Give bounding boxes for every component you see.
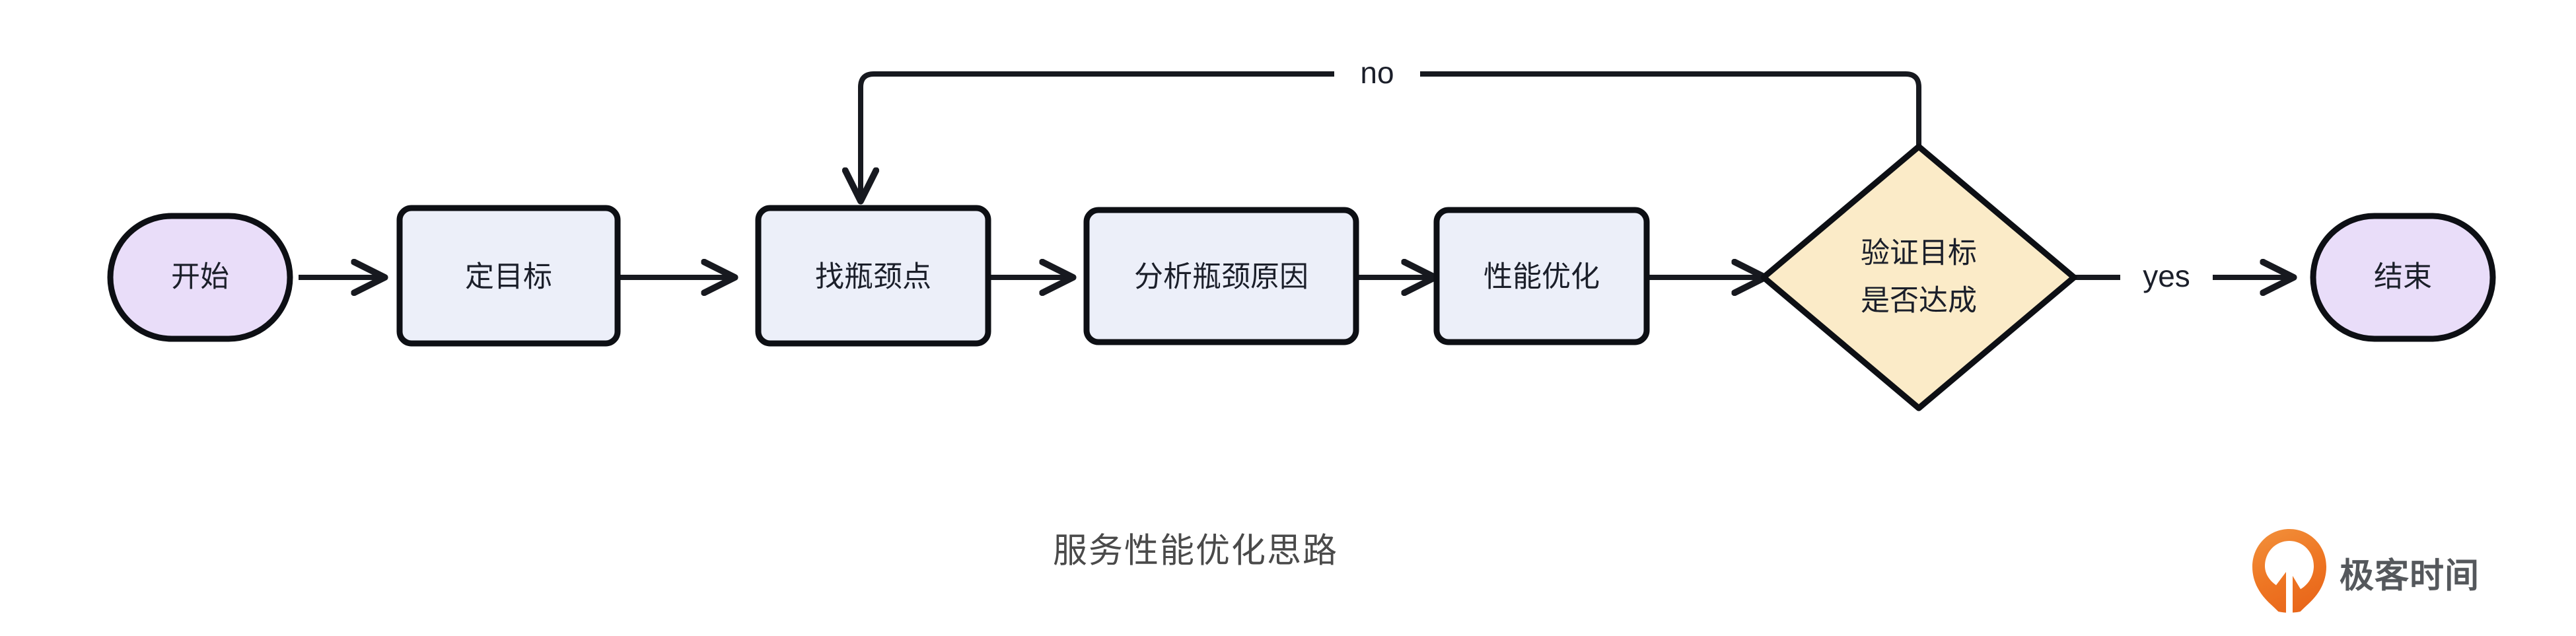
node-find[interactable]: 找瓶颈点: [755, 205, 991, 347]
geektime-pin-icon: [2252, 529, 2326, 627]
node-start-label: 开始: [171, 261, 229, 293]
node-verify-label-line2: 是否达成: [1861, 285, 1977, 317]
node-end[interactable]: 结束: [2310, 213, 2496, 342]
node-verify[interactable]: 验证目标 是否达成: [1760, 143, 2077, 411]
node-find-label: 找瓶颈点: [815, 261, 931, 293]
edge-label-no: no: [1360, 55, 1394, 90]
node-analyze[interactable]: 分析瓶颈原因: [1083, 207, 1359, 345]
node-verify-label-line1: 验证目标: [1861, 237, 1977, 269]
node-goal-label: 定目标: [465, 261, 552, 293]
edge-label-yes: yes: [2143, 259, 2190, 293]
node-optimize[interactable]: 性能优化: [1433, 207, 1650, 345]
node-find-shape[interactable]: [755, 205, 991, 347]
brand-name: 极客时间: [2340, 557, 2480, 596]
edge-verify-to-find-no: no: [861, 55, 1921, 198]
node-analyze-shape[interactable]: [1083, 207, 1359, 345]
node-optimize-label: 性能优化: [1484, 261, 1600, 293]
geektime-logo: 极客时间: [2252, 529, 2480, 627]
node-end-shape[interactable]: [2310, 213, 2496, 342]
edge-verify-to-end: yes: [2075, 259, 2291, 297]
node-analyze-label: 分析瓶颈原因: [1134, 261, 1308, 293]
node-goal-shape[interactable]: [396, 205, 621, 347]
node-verify-shape[interactable]: [1760, 143, 2077, 411]
pin-smile-cutout: [2264, 604, 2314, 627]
diagram-caption: 服务性能优化思路: [1053, 532, 1338, 571]
pin-arrow-cutout: [2265, 541, 2314, 618]
node-goal[interactable]: 定目标: [396, 205, 621, 347]
node-optimize-shape[interactable]: [1433, 207, 1650, 345]
node-end-label: 结束: [2374, 261, 2432, 293]
node-start-shape[interactable]: [107, 213, 293, 342]
node-start[interactable]: 开始: [107, 213, 293, 342]
no-label-mask: [1334, 55, 1420, 94]
yes-label-mask: [2120, 259, 2213, 297]
